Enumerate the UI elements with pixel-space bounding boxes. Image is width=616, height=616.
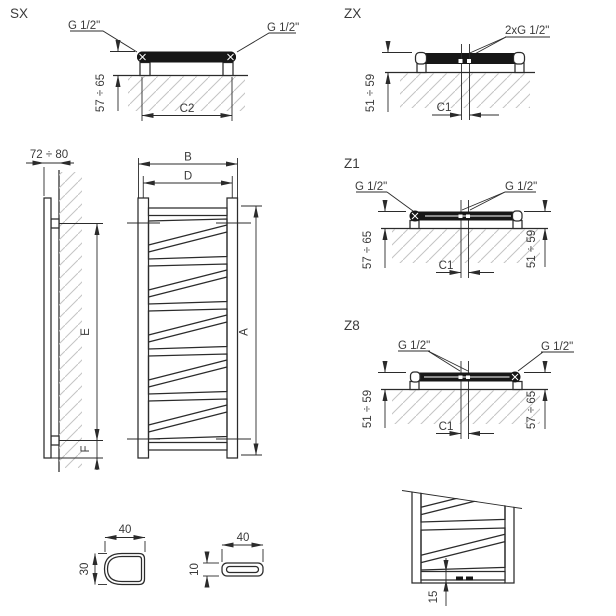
side-top-bracket	[50, 218, 60, 229]
bottom-detail: 15	[401, 490, 523, 606]
front-overall-height-label: A	[239, 328, 251, 336]
sx-left-bracket	[139, 61, 151, 77]
sx-right-connection-label: G 1/2"	[267, 22, 299, 34]
front-top-collector	[147, 207, 228, 217]
sx-wall-distance-label: 57 ÷ 65	[95, 74, 107, 112]
side-wall-hatch	[59, 172, 82, 468]
z8-center-leader-1	[427, 350, 461, 372]
detail-break-line	[401, 490, 523, 509]
front-conn-width-label: D	[184, 171, 192, 183]
detail-partial-panel	[420, 490, 506, 523]
z1-left-valve-cross	[411, 212, 419, 220]
detail-gap-label: 15	[428, 591, 440, 604]
z8-center-leader-2	[427, 350, 469, 372]
sx-radiator-bar	[137, 51, 236, 63]
z1-left-leader	[386, 191, 414, 212]
front-overall-width-label: B	[184, 152, 192, 164]
sx-left-leader-line	[70, 30, 138, 53]
sx-right-leader-line	[236, 32, 296, 53]
zx-center-conn-mark-2	[467, 59, 471, 63]
collector-height-label: 30	[79, 563, 91, 576]
zx-wall-hatch	[400, 73, 530, 108]
z1-left-bracket	[409, 219, 420, 230]
z1-wall-distance-right-label: 51 ÷ 59	[526, 230, 538, 268]
view-sx: SX G 1/2" G 1/2" 57 ÷ 65 C2	[10, 6, 299, 121]
sx-right-bracket	[222, 61, 234, 77]
front-bottom-collector	[147, 441, 228, 451]
side-bracket-span-label: E	[80, 328, 92, 336]
z8-right-bracket	[512, 380, 523, 391]
view-zx: ZX 2xG 1/2" 51 ÷ 59 C1	[344, 6, 550, 120]
z1-center-conn-mark-2	[466, 214, 470, 218]
sx-wall-hatch	[128, 76, 245, 111]
z8-center-connection-label: G 1/2"	[398, 340, 430, 352]
z1-wall-hatch	[392, 229, 540, 263]
zx-leader-1	[462, 36, 507, 57]
collector-width-label: 40	[119, 524, 132, 536]
zx-right-end-cap	[512, 51, 526, 65]
z8-left-end-cap	[409, 371, 421, 383]
tube-profile: 40 10	[189, 532, 264, 588]
z8-right-leader	[517, 351, 544, 372]
zx-wall-distance-label: 51 ÷ 59	[365, 74, 377, 112]
detail-conn-mark-2	[466, 576, 473, 581]
zx-radiator-bar	[424, 53, 517, 64]
side-bottom-bracket	[50, 435, 60, 446]
sx-left-valve-cross	[139, 53, 146, 61]
detail-full-panel	[420, 527, 506, 571]
view-side: 72 ÷ 80 E F	[26, 149, 103, 472]
view-z1: Z1 G 1/2" G 1/2" 57 ÷ 65	[344, 156, 551, 278]
z8-wall-distance-right-label: 57 ÷ 65	[526, 391, 538, 429]
side-depth-label: 72 ÷ 80	[30, 149, 68, 161]
view-z1-title: Z1	[344, 156, 360, 171]
side-radiator-panel	[43, 197, 52, 459]
view-sx-title: SX	[10, 6, 28, 21]
z8-right-valve-cross	[511, 373, 519, 381]
sx-c2-label: C2	[180, 103, 195, 115]
detail-right-tube	[504, 490, 515, 584]
z8-c1-label: C1	[439, 421, 454, 433]
z1-left-connection-label: G 1/2"	[355, 181, 387, 193]
detail-left-tube	[411, 490, 422, 584]
z8-center-conn-mark-1	[458, 375, 463, 379]
collector-profile-inner	[106, 555, 143, 583]
view-z8: Z8 G 1/2" G 1/2" 51 ÷ 59	[344, 318, 574, 439]
z1-c1-label: C1	[439, 260, 454, 272]
collector-profile-outer	[103, 552, 146, 586]
z8-wall-hatch	[392, 390, 540, 424]
zx-center-connection-label: 2xG 1/2"	[505, 25, 549, 37]
collector-profile: 40 30	[79, 524, 146, 586]
view-zx-title: ZX	[344, 6, 361, 21]
z1-wall-distance-left-label: 57 ÷ 65	[362, 231, 374, 269]
front-left-tube	[137, 197, 150, 459]
zx-left-end-cap	[414, 51, 428, 65]
z1-right-end-cap	[511, 210, 523, 222]
zx-leader-2	[470, 36, 507, 57]
zx-center-conn-mark-1	[458, 59, 463, 63]
z8-wall-distance-left-label: 51 ÷ 59	[362, 390, 374, 428]
zx-c1-label: C1	[437, 102, 452, 114]
view-z8-title: Z8	[344, 318, 360, 333]
z1-center-leader-2	[469, 191, 506, 211]
front-zigzag-panels	[147, 218, 228, 440]
z1-center-connection-label: G 1/2"	[505, 181, 537, 193]
z1-center-conn-mark-1	[458, 214, 463, 218]
tube-width-label: 40	[237, 532, 250, 544]
sx-right-valve-cross	[227, 53, 234, 61]
tube-profile-outer	[221, 562, 264, 577]
view-front: B D A	[127, 152, 262, 459]
sx-left-connection-label: G 1/2"	[68, 20, 100, 32]
side-bottom-offset-label: F	[80, 445, 92, 452]
front-right-tube	[226, 197, 239, 459]
detail-conn-mark-1	[456, 576, 463, 581]
z1-right-bracket	[512, 219, 523, 230]
tube-profile-inner	[225, 565, 260, 574]
z8-right-connection-label: G 1/2"	[541, 341, 573, 353]
z1-center-leader-1	[461, 191, 506, 211]
z8-left-bracket	[409, 380, 420, 391]
tube-height-label: 10	[189, 563, 201, 576]
z8-center-conn-mark-2	[466, 375, 470, 379]
